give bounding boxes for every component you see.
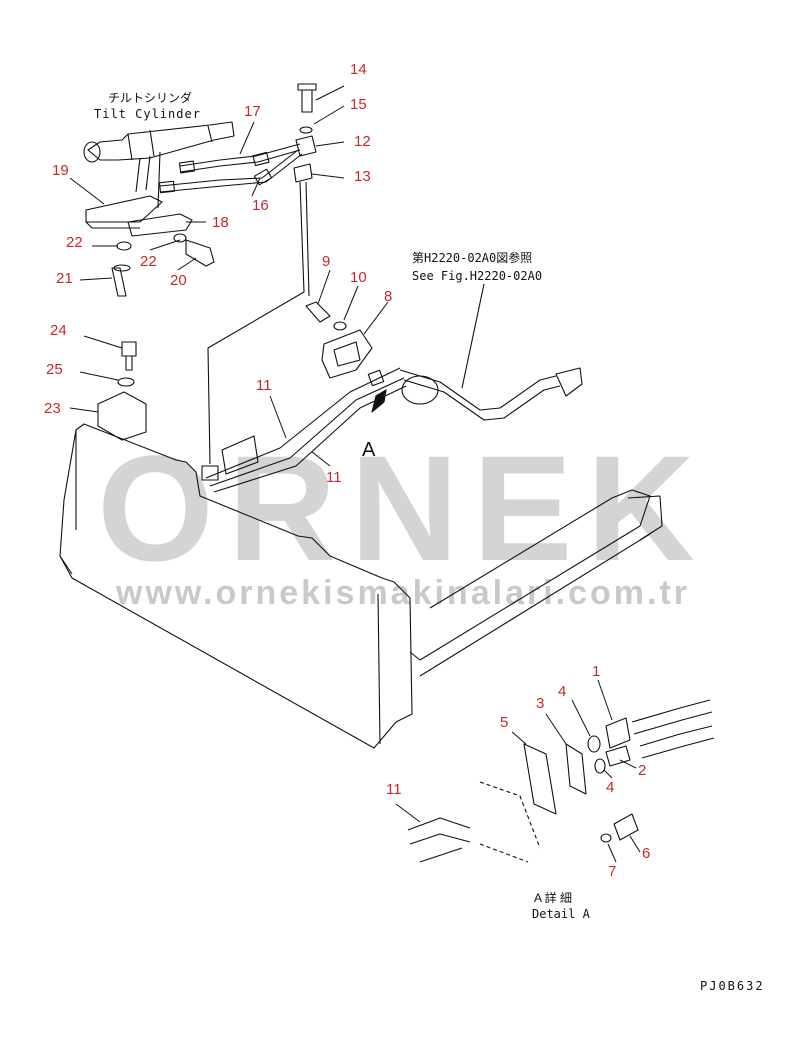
callout-9: 9 — [322, 253, 330, 270]
view-a-label: A — [362, 439, 376, 461]
washer-22a — [116, 241, 132, 251]
pipe-vertical — [207, 181, 310, 465]
callout-24: 24 — [50, 322, 67, 339]
joint-block — [293, 83, 317, 183]
watermark-brand: ORNEK — [97, 424, 709, 592]
drawing-code: PJ0B632 — [700, 979, 765, 993]
annotations: チルトシリンダ Tilt Cylinder 第H2220-02A0図参照 See… — [94, 90, 765, 993]
detail-a-jp-label: A 詳 細 — [534, 890, 572, 905]
callout-12: 12 — [354, 133, 371, 150]
tilt-cylinder-en-label: Tilt Cylinder — [94, 107, 201, 121]
bracket-18 — [127, 213, 193, 237]
callout-11a: 11 — [256, 377, 272, 394]
see-fig-leader — [461, 283, 485, 389]
see-fig-jp-label: 第H2220-02A0図参照 — [412, 250, 532, 265]
tilt-cylinder — [83, 121, 235, 209]
hose-17 — [178, 143, 301, 174]
oring-4b — [594, 758, 606, 774]
callout-15: 15 — [350, 96, 367, 113]
callouts: 14 15 12 13 17 16 19 18 22 22 20 21 9 10… — [44, 61, 650, 880]
callout-1: 1 — [592, 663, 600, 680]
callout-11c: 11 — [386, 781, 402, 798]
callout-23: 23 — [44, 400, 61, 417]
bracket-19 — [85, 195, 163, 229]
bolt-9 — [305, 301, 331, 323]
pipe-11-detail — [407, 817, 471, 863]
callout-4a: 4 — [558, 683, 566, 700]
leader-lines — [69, 85, 641, 863]
line-art — [59, 83, 715, 863]
callout-3: 3 — [536, 695, 544, 712]
callout-8: 8 — [384, 288, 392, 305]
callout-21: 21 — [56, 270, 73, 287]
callout-22a: 22 — [66, 234, 83, 251]
fitting-1 — [605, 717, 631, 749]
callout-25: 25 — [46, 361, 63, 378]
callout-18: 18 — [212, 214, 229, 231]
callout-17: 17 — [244, 103, 261, 120]
callout-5: 5 — [500, 714, 508, 731]
callout-11b: 11 — [326, 469, 342, 486]
fitting-2 — [605, 745, 631, 767]
bolt-21 — [111, 264, 131, 297]
callout-4b: 4 — [606, 779, 614, 796]
view-arrow-a — [371, 389, 387, 413]
oring-4a — [587, 735, 601, 753]
guard-8 — [321, 329, 373, 379]
tilt-cylinder-jp-label: チルトシリンダ — [108, 90, 192, 105]
callout-6: 6 — [642, 845, 650, 862]
callout-19: 19 — [52, 162, 69, 179]
washer-25 — [117, 377, 135, 387]
bolt-24 — [121, 341, 137, 371]
watermark: ORNEK www.ornekismakinalari.com.tr — [97, 424, 709, 612]
callout-20: 20 — [170, 272, 187, 289]
hose-end-upper — [631, 699, 713, 735]
detail-a-en-label: Detail A — [532, 907, 591, 921]
callout-14: 14 — [350, 61, 367, 78]
frame-bracket — [221, 435, 259, 475]
bolt-20 — [185, 239, 215, 267]
hose-16 — [158, 149, 303, 194]
blade-frame — [59, 423, 663, 749]
washer-10 — [333, 321, 347, 331]
hose-end-lower — [639, 725, 715, 759]
pipes-right — [399, 367, 583, 421]
watermark-url: www.ornekismakinalari.com.tr — [115, 574, 690, 612]
callout-16: 16 — [252, 197, 269, 214]
bolt-6 — [613, 813, 639, 841]
detail-a — [407, 699, 715, 863]
callout-2: 2 — [638, 762, 646, 779]
housing-outline — [479, 781, 541, 863]
callout-10: 10 — [350, 269, 367, 286]
washer-7 — [600, 833, 612, 843]
callout-13: 13 — [354, 168, 371, 185]
callout-7: 7 — [608, 863, 616, 880]
washer-22b — [173, 233, 187, 243]
plate-5 — [523, 743, 557, 815]
see-fig-en-label: See Fig.H2220-02A0 — [412, 269, 542, 283]
plate-3 — [565, 743, 587, 795]
cover-23 — [97, 391, 147, 441]
callout-22b: 22 — [140, 253, 157, 270]
